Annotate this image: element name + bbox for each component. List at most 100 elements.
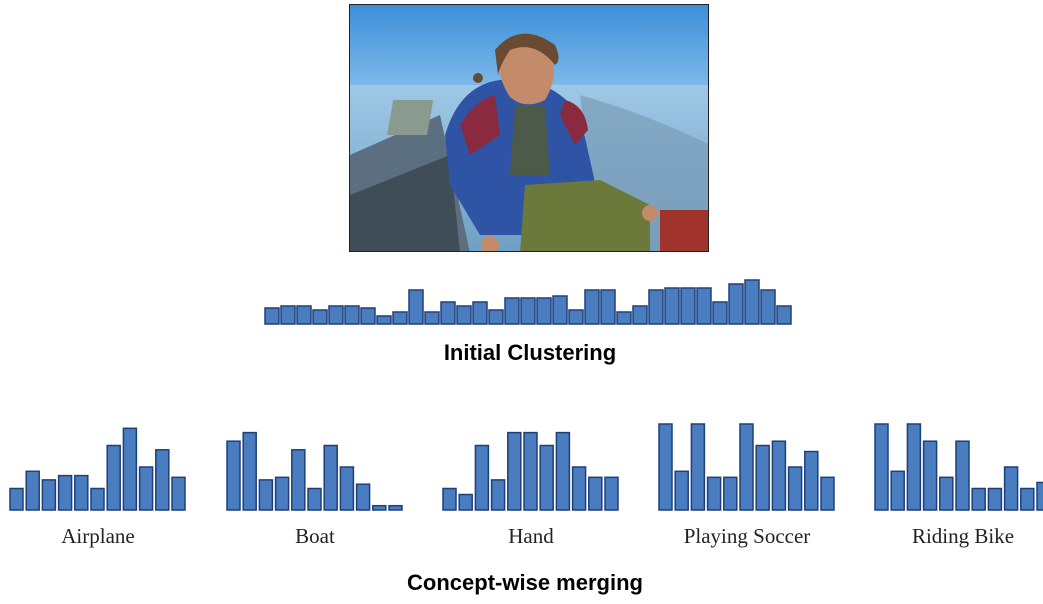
concept-hand-bar-3 bbox=[474, 444, 490, 511]
initial-clustering-bar-5 bbox=[328, 305, 344, 325]
concept-riding-bike-bar-10 bbox=[1020, 487, 1035, 511]
concept-riding-bike-bar-1 bbox=[874, 423, 889, 511]
concept-riding-bike-bar-4 bbox=[922, 440, 938, 511]
concept-airplane-bar-9 bbox=[138, 466, 154, 511]
concept-label-playing-soccer: Playing Soccer bbox=[683, 524, 811, 548]
initial-clustering-bar-27 bbox=[680, 287, 696, 325]
concept-hand-bar-2 bbox=[458, 493, 473, 511]
concept-histogram-playing-soccer bbox=[658, 423, 835, 511]
concept-airplane-bar-6 bbox=[90, 487, 105, 511]
initial-clustering-bar-30 bbox=[728, 283, 744, 325]
initial-clustering-bar-17 bbox=[520, 297, 536, 325]
concept-playing-soccer-bar-3 bbox=[690, 423, 706, 511]
initial-clustering-bar-9 bbox=[392, 311, 408, 325]
concept-hand-bar-6 bbox=[523, 431, 538, 511]
initial-clustering-bar-24 bbox=[632, 305, 648, 325]
concept-hand-bar-7 bbox=[539, 444, 554, 511]
initial-clustering-bar-21 bbox=[584, 289, 600, 325]
initial-clustering-bar-4 bbox=[312, 309, 328, 325]
concept-playing-soccer-bar-7 bbox=[755, 444, 770, 511]
initial-clustering-bar-11 bbox=[424, 311, 440, 325]
concept-histogram-hand bbox=[442, 431, 619, 511]
concept-playing-soccer-bar-11 bbox=[820, 476, 835, 511]
initial-clustering-bar-1 bbox=[264, 307, 280, 325]
concept-boat-bar-11 bbox=[388, 504, 403, 511]
concept-label-hand: Hand bbox=[508, 524, 554, 548]
initial-clustering-bar-6 bbox=[344, 305, 360, 325]
concept-label-boat: Boat bbox=[295, 524, 335, 548]
concept-histogram-riding-bike bbox=[874, 423, 1043, 511]
concept-riding-bike-bar-11 bbox=[1036, 481, 1043, 511]
concept-airplane-bar-2 bbox=[25, 470, 40, 511]
initial-clustering-bar-13 bbox=[456, 305, 472, 325]
concept-boat-bar-4 bbox=[274, 476, 290, 511]
initial-clustering-bar-10 bbox=[408, 289, 424, 325]
concept-boat-bar-10 bbox=[372, 504, 387, 511]
concept-hand-bar-5 bbox=[507, 431, 522, 511]
concept-playing-soccer-bar-8 bbox=[771, 440, 787, 511]
concept-airplane-bar-11 bbox=[171, 476, 186, 511]
concept-airplane-bar-10 bbox=[155, 449, 170, 511]
concept-playing-soccer-bar-6 bbox=[739, 423, 754, 511]
concept-airplane-bar-7 bbox=[106, 444, 121, 511]
initial-clustering-bar-26 bbox=[664, 287, 680, 325]
concept-airplane-bar-5 bbox=[74, 474, 89, 511]
concept-airplane-bar-3 bbox=[41, 479, 57, 511]
concept-histogram-boat bbox=[226, 431, 403, 511]
initial-clustering-bar-20 bbox=[568, 309, 584, 325]
concept-playing-soccer-bar-4 bbox=[706, 476, 722, 511]
concept-riding-bike-bar-6 bbox=[955, 440, 970, 511]
concept-histogram-airplane bbox=[9, 427, 186, 511]
initial-clustering-bar-18 bbox=[536, 297, 552, 325]
initial-clustering-bar-2 bbox=[280, 305, 296, 325]
concept-boat-bar-8 bbox=[339, 466, 355, 511]
concept-boat-bar-5 bbox=[291, 449, 306, 511]
concept-playing-soccer-bar-5 bbox=[723, 476, 738, 511]
concept-boat-bar-1 bbox=[226, 440, 241, 511]
initial-clustering-bar-19 bbox=[552, 295, 568, 325]
concept-riding-bike-bar-8 bbox=[987, 487, 1003, 511]
concept-riding-bike-bar-7 bbox=[971, 487, 986, 511]
initial-clustering-bar-23 bbox=[616, 311, 632, 325]
concept-label-airplane: Airplane bbox=[61, 524, 135, 548]
initial-clustering-bar-3 bbox=[296, 305, 312, 325]
initial-clustering-bar-29 bbox=[712, 301, 728, 325]
concept-boat-bar-6 bbox=[307, 487, 322, 511]
initial-clustering-bar-7 bbox=[360, 307, 376, 325]
initial-clustering-bar-33 bbox=[776, 305, 792, 325]
initial-clustering-bar-16 bbox=[504, 297, 520, 325]
concept-boat-bar-2 bbox=[242, 431, 257, 511]
concept-boat-bar-9 bbox=[355, 483, 371, 511]
concept-hand-bar-11 bbox=[604, 476, 619, 511]
concept-airplane-bar-1 bbox=[9, 487, 24, 511]
concept-hand-bar-9 bbox=[571, 466, 587, 511]
concept-playing-soccer-bar-1 bbox=[658, 423, 673, 511]
initial-clustering-bar-28 bbox=[696, 287, 712, 325]
concept-playing-soccer-bar-10 bbox=[804, 450, 819, 511]
initial-clustering-bar-14 bbox=[472, 301, 488, 325]
concept-playing-soccer-bar-2 bbox=[674, 470, 689, 511]
concept-riding-bike-bar-2 bbox=[890, 470, 905, 511]
concept-playing-soccer-bar-9 bbox=[787, 466, 803, 511]
initial-clustering-bar-15 bbox=[488, 309, 504, 325]
concept-hand-bar-8 bbox=[555, 431, 571, 511]
initial-clustering-bar-32 bbox=[760, 289, 776, 325]
concept-boat-bar-7 bbox=[323, 444, 338, 511]
concept-riding-bike-bar-5 bbox=[939, 476, 954, 511]
initial-clustering-label: Initial Clustering bbox=[443, 340, 617, 365]
initial-clustering-histogram bbox=[264, 279, 792, 325]
initial-clustering-bar-8 bbox=[376, 315, 392, 325]
concept-riding-bike-bar-9 bbox=[1003, 466, 1019, 511]
concept-label-riding-bike: Riding Bike bbox=[911, 524, 1015, 548]
concept-wise-merging-label: Concept-wise merging bbox=[407, 570, 643, 595]
initial-clustering-bar-31 bbox=[744, 279, 760, 325]
input-photo bbox=[349, 4, 709, 252]
initial-clustering-bar-22 bbox=[600, 289, 616, 325]
initial-clustering-bar-12 bbox=[440, 301, 456, 325]
concept-airplane-bar-4 bbox=[57, 474, 73, 511]
concept-airplane-bar-8 bbox=[122, 427, 138, 511]
initial-clustering-bar-25 bbox=[648, 289, 664, 325]
concept-riding-bike-bar-3 bbox=[906, 423, 922, 511]
concept-boat-bar-3 bbox=[258, 479, 274, 511]
concept-hand-bar-1 bbox=[442, 487, 457, 511]
